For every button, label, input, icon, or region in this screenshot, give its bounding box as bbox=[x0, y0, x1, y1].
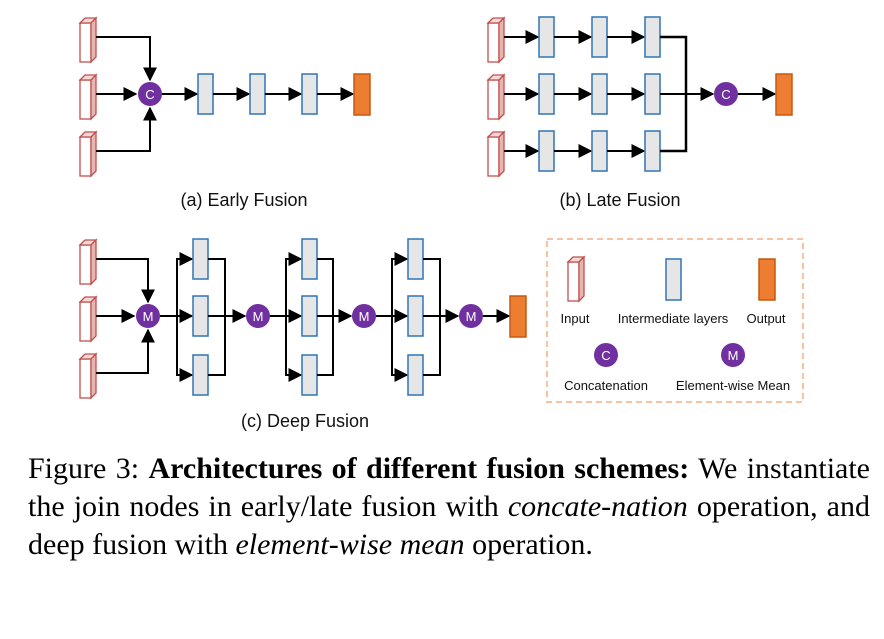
edge bbox=[96, 106, 157, 152]
figure-caption: Figure 3: Architectures of different fus… bbox=[28, 450, 870, 564]
input-block bbox=[486, 73, 506, 121]
concat-node bbox=[138, 82, 162, 106]
legend: Input Intermediate layers Output C M Con… bbox=[546, 238, 804, 403]
input-block bbox=[78, 130, 98, 178]
legend-output: Output bbox=[746, 311, 785, 326]
output-block bbox=[353, 73, 371, 116]
caption-title: Architectures of different fusion scheme… bbox=[148, 452, 690, 485]
input-block bbox=[486, 130, 506, 178]
mean-node-label: M bbox=[466, 309, 477, 324]
edge bbox=[285, 316, 303, 382]
mean-node-label: M bbox=[359, 309, 370, 324]
caption-prefix: Figure 3: bbox=[28, 452, 149, 485]
caption-italic-1: concate-nation bbox=[507, 490, 688, 523]
intermediate-layer bbox=[301, 354, 318, 396]
early-fusion: C (a) Early Fusion bbox=[78, 16, 371, 210]
output-block bbox=[775, 73, 793, 116]
caption-text-2: operation, and deep fusion with bbox=[28, 490, 870, 561]
input-block bbox=[78, 238, 98, 286]
intermediate-layer bbox=[591, 16, 608, 58]
output-block bbox=[758, 258, 776, 301]
intermediate-layer bbox=[249, 73, 266, 115]
mean-node bbox=[459, 304, 483, 328]
concat-node bbox=[714, 82, 738, 106]
concat-node bbox=[594, 343, 618, 367]
intermediate-layer bbox=[644, 73, 661, 115]
input-block bbox=[78, 352, 98, 400]
intermediate-layer bbox=[192, 238, 209, 280]
late-fusion: C (b) Late Fusion bbox=[486, 16, 793, 210]
mean-node bbox=[246, 304, 270, 328]
caption-text-1: We instantiate the join nodes in early/l… bbox=[28, 452, 870, 523]
intermediate-layer bbox=[407, 238, 424, 280]
intermediate-layer bbox=[591, 73, 608, 115]
input-block bbox=[78, 73, 98, 121]
deep-fusion: M M M M (c) Dee bbox=[78, 238, 527, 431]
concat-node-label: C bbox=[721, 87, 730, 102]
fusion-diagram: C (a) Early Fusion bbox=[78, 16, 804, 431]
edge bbox=[391, 316, 409, 382]
edge bbox=[96, 258, 155, 304]
edge bbox=[96, 36, 157, 82]
edge bbox=[376, 252, 409, 317]
mean-node bbox=[136, 304, 160, 328]
input-block bbox=[78, 295, 98, 343]
edge bbox=[270, 252, 303, 317]
intermediate-layer bbox=[197, 73, 214, 115]
deep-fusion-label: (c) Deep Fusion bbox=[241, 411, 369, 431]
mean-node bbox=[721, 343, 745, 367]
mean-node bbox=[352, 304, 376, 328]
intermediate-layer bbox=[538, 73, 555, 115]
concat-node-label: C bbox=[601, 348, 610, 363]
caption-text-3: operation. bbox=[464, 528, 593, 561]
edge bbox=[160, 252, 194, 317]
intermediate-layer bbox=[192, 295, 209, 337]
input-block bbox=[486, 16, 506, 64]
concat-node-label: C bbox=[145, 87, 154, 102]
legend-intermediate: Intermediate layers bbox=[618, 311, 729, 326]
edge bbox=[96, 328, 155, 374]
mean-node-label: M bbox=[253, 309, 264, 324]
legend-concatenation: Concatenation bbox=[564, 378, 648, 393]
legend-input: Input bbox=[561, 311, 590, 326]
intermediate-layer bbox=[407, 354, 424, 396]
intermediate-layer bbox=[644, 16, 661, 58]
input-block bbox=[78, 16, 98, 64]
edge bbox=[176, 316, 194, 382]
legend-mean: Element-wise Mean bbox=[676, 378, 790, 393]
intermediate-layer bbox=[407, 295, 424, 337]
intermediate-layer bbox=[538, 130, 555, 172]
intermediate-layer bbox=[301, 238, 318, 280]
intermediate-layer bbox=[591, 130, 608, 172]
mean-node-label: M bbox=[143, 309, 154, 324]
early-fusion-label: (a) Early Fusion bbox=[180, 190, 307, 210]
input-block bbox=[566, 255, 586, 303]
intermediate-layer bbox=[301, 295, 318, 337]
intermediate-layer bbox=[538, 16, 555, 58]
intermediate-layer bbox=[665, 258, 682, 301]
late-fusion-label: (b) Late Fusion bbox=[559, 190, 680, 210]
mean-node-label: M bbox=[728, 348, 739, 363]
intermediate-layer bbox=[192, 354, 209, 396]
output-block bbox=[509, 295, 527, 338]
intermediate-layer bbox=[644, 130, 661, 172]
intermediate-layer bbox=[301, 73, 318, 115]
caption-italic-2: element-wise mean bbox=[235, 528, 465, 561]
